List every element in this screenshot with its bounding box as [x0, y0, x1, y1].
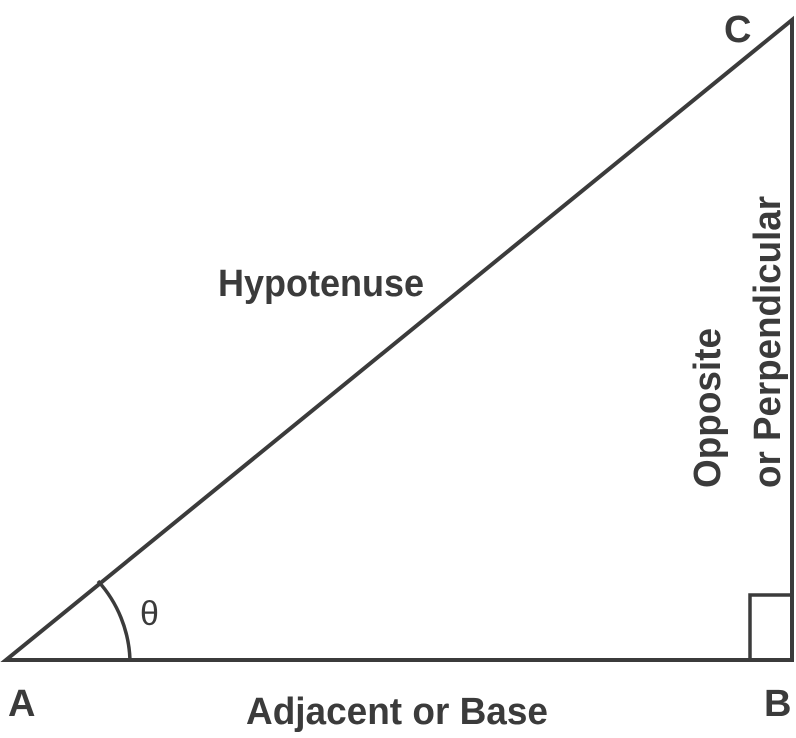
hypotenuse-label: Hypotenuse [218, 263, 424, 305]
vertex-label-a: A [8, 683, 35, 725]
opposite-label-line2: or Perpendicular [747, 196, 789, 488]
right-triangle [0, 15, 794, 662]
vertex-label-b: B [764, 683, 791, 725]
right-angle-marker [748, 593, 792, 660]
opposite-label-line1: Opposite [687, 328, 729, 488]
angle-theta-label: θ [140, 595, 159, 633]
angle-theta-arc [96, 579, 132, 661]
adjacent-label: Adjacent or Base [246, 691, 548, 733]
vertex-label-c: C [724, 9, 751, 51]
